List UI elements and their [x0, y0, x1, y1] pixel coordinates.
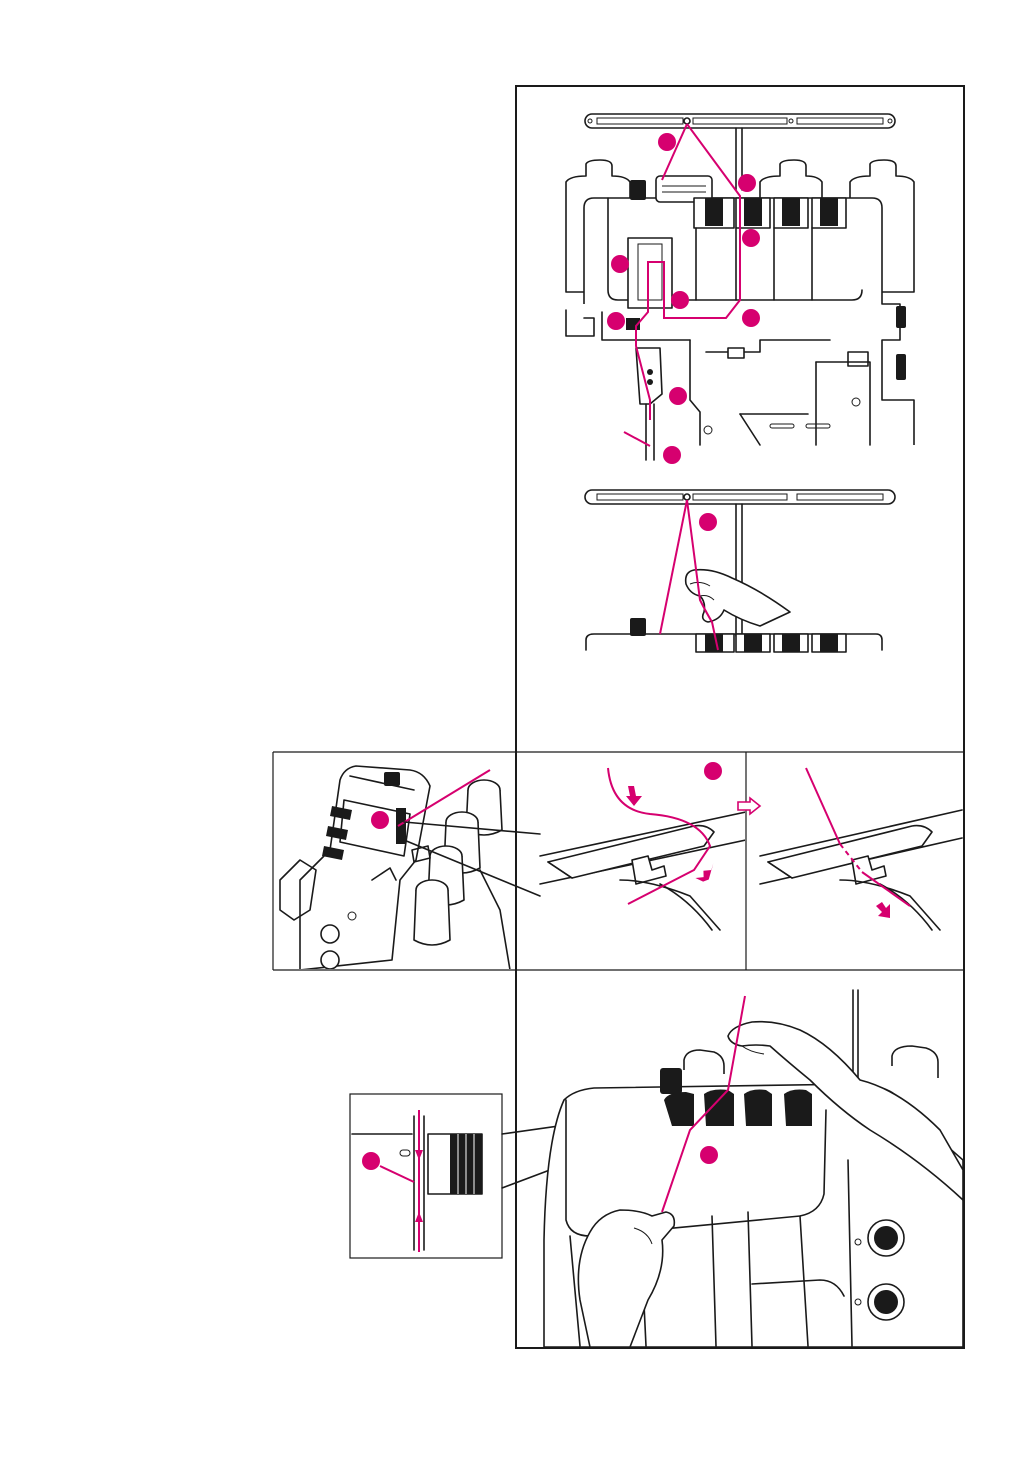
- step-marker-fig4: [704, 762, 722, 780]
- next-step-arrow: [738, 798, 760, 814]
- figure-thread-guide-pull: [585, 490, 895, 652]
- tension-dials-top: [694, 198, 846, 228]
- step-marker-fig6: [362, 1152, 380, 1170]
- figure-upper-thread-path: [566, 114, 914, 464]
- figure-tension-slot-step-1: [540, 762, 760, 930]
- step-marker-fig3: [371, 811, 389, 829]
- step-marker-fig2: [699, 513, 717, 531]
- step-marker-fig7: [700, 1146, 718, 1164]
- figure-hands-threading-tension: [544, 990, 963, 1347]
- figure-machine-overview: [280, 766, 540, 970]
- figure-tension-slot-step-2: [760, 768, 962, 930]
